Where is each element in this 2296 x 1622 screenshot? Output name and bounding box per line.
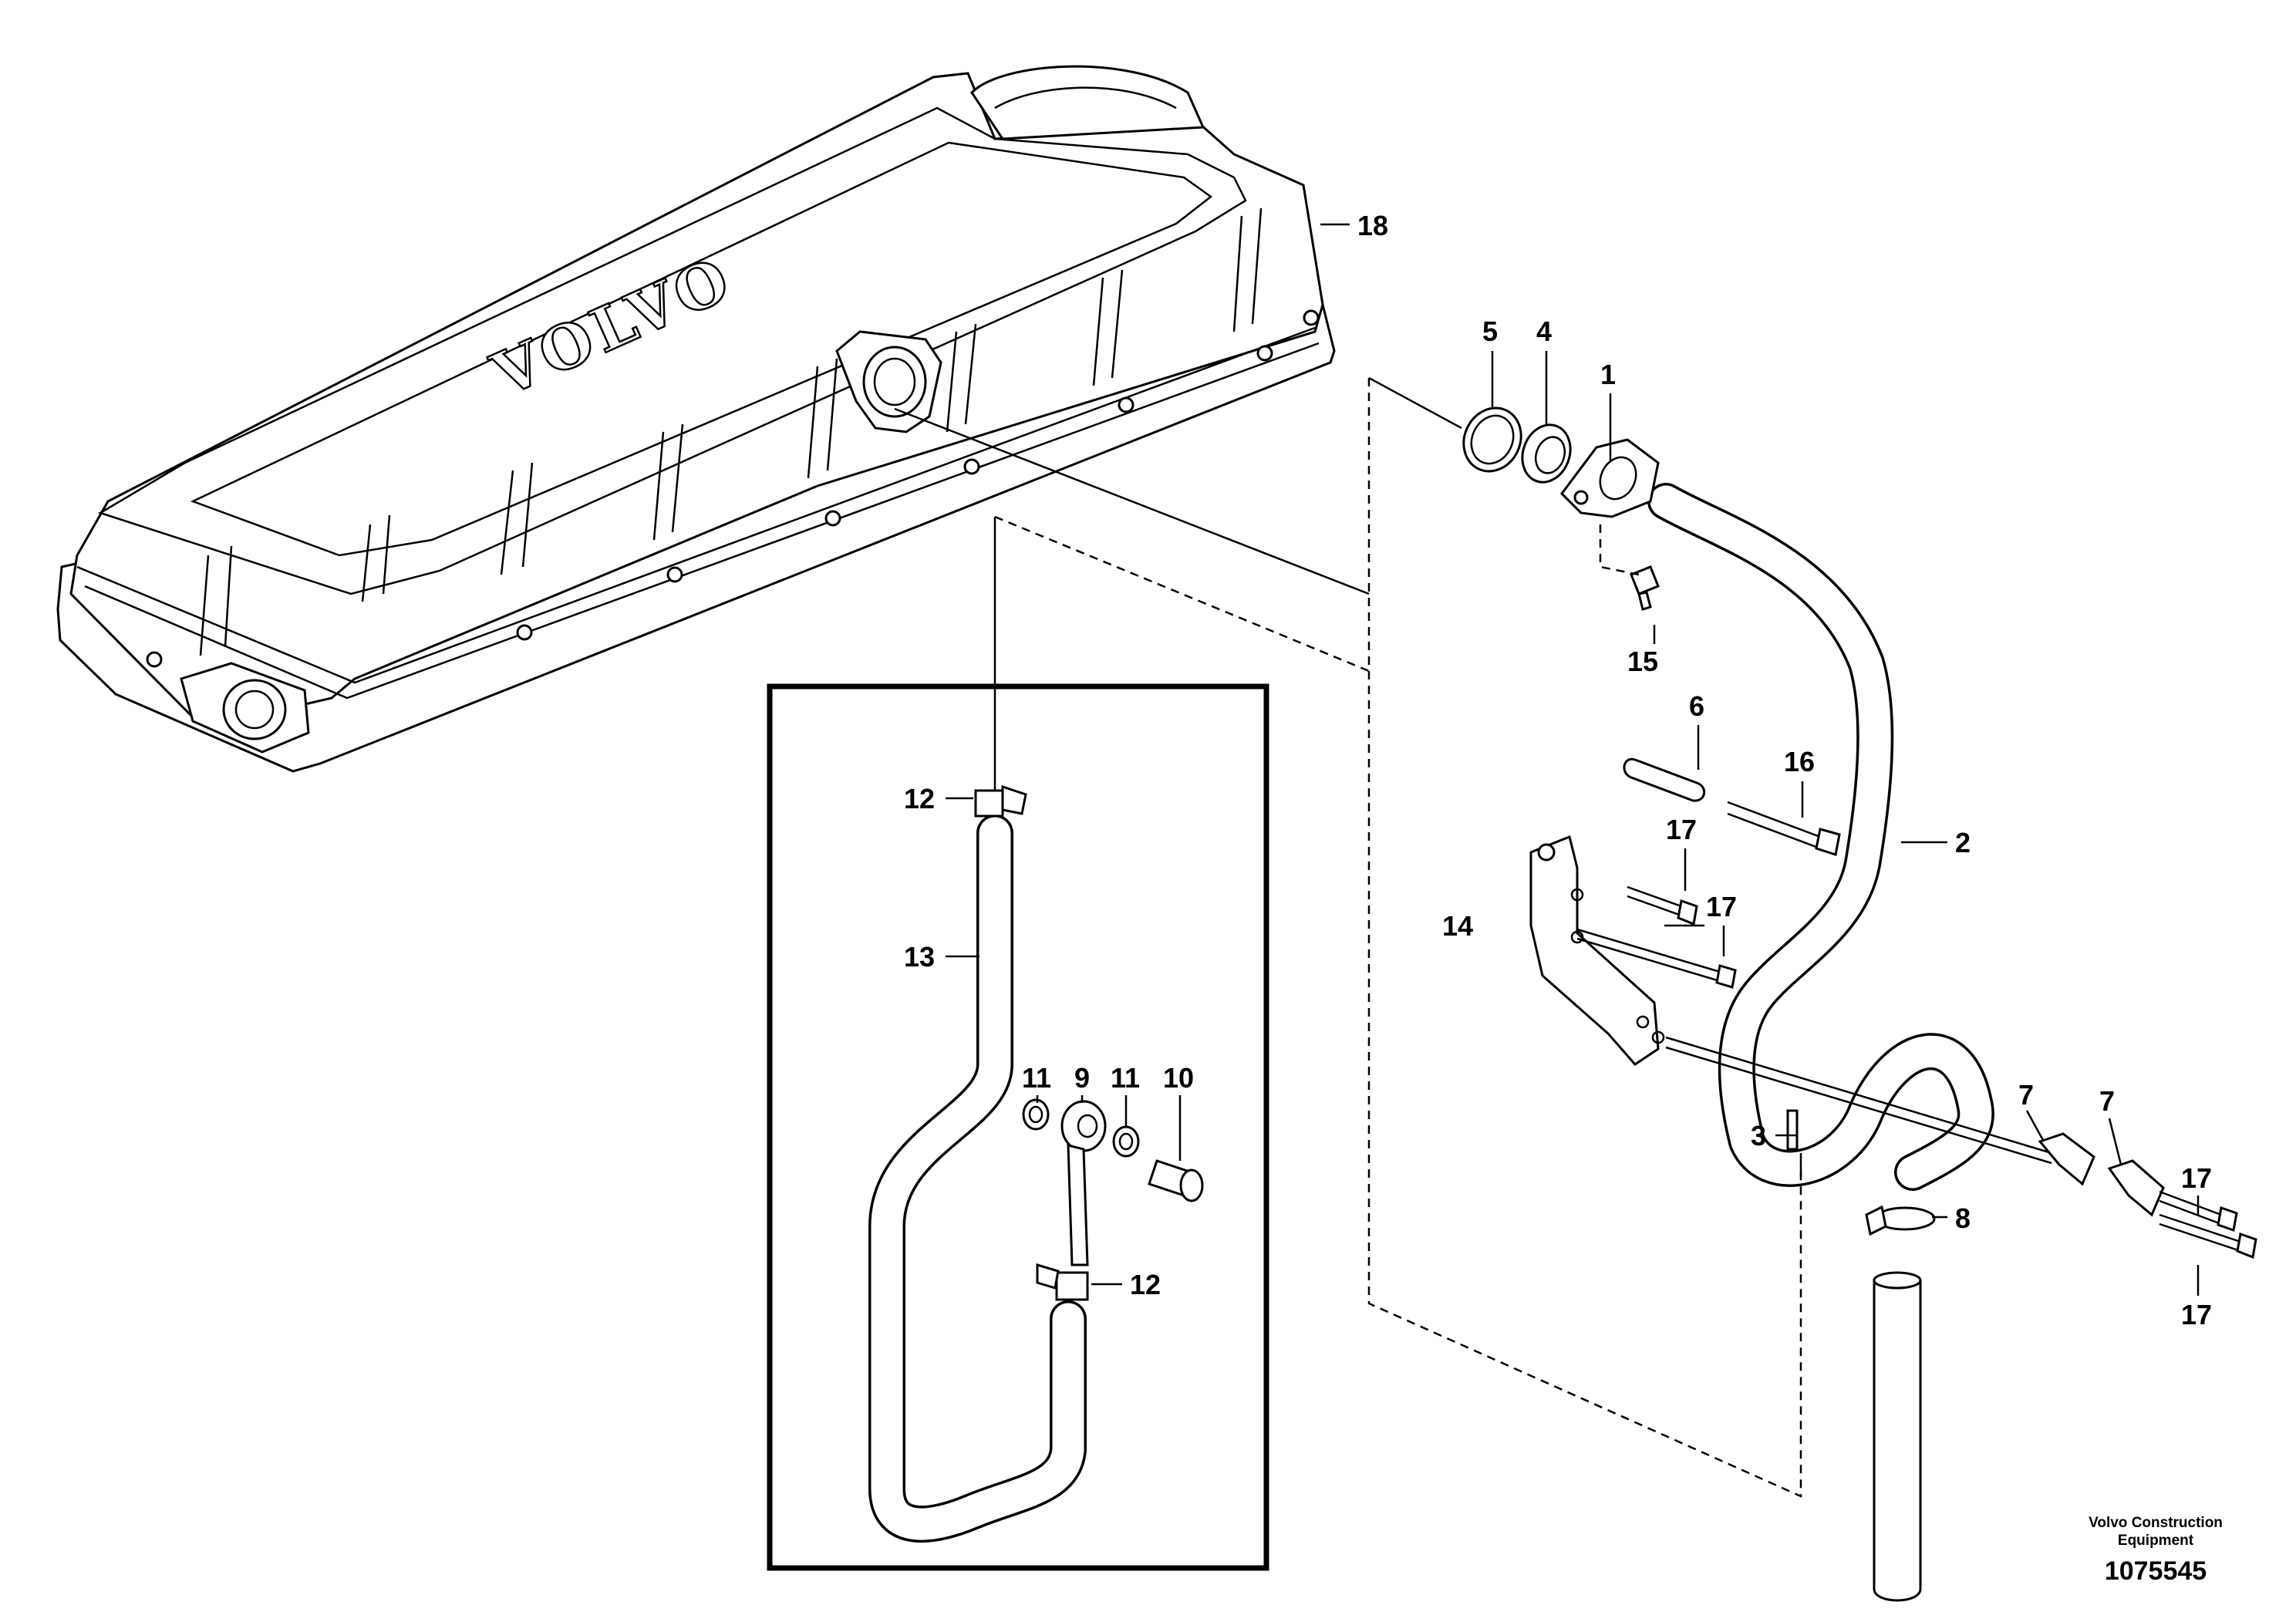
leader-port	[894, 376, 1462, 595]
credit-block: Volvo Construction Equipment 1075545	[2089, 1515, 2223, 1586]
callout-2: 2	[1955, 827, 1971, 858]
lower-hose	[1873, 1271, 1922, 1602]
inset-hose	[868, 814, 1087, 1543]
clamp-12-top	[974, 784, 1027, 818]
callout-3: 3	[1751, 1120, 1766, 1152]
callout-1: 1	[1600, 359, 1616, 390]
valve-cover: VOLVO	[56, 65, 1336, 773]
o-ring	[1462, 406, 1522, 473]
callout-6: 6	[1689, 690, 1704, 722]
washer-11a	[1022, 1098, 1050, 1131]
pin	[1786, 1109, 1799, 1151]
callout-17b: 17	[1706, 891, 1737, 922]
dashed-route-lines	[994, 378, 1802, 1498]
spacer	[1623, 757, 1705, 802]
callout-10: 10	[1163, 1062, 1194, 1094]
callout-9: 9	[1074, 1062, 1090, 1094]
callout-16: 16	[1784, 746, 1815, 777]
callout-12b: 12	[1130, 1269, 1161, 1300]
banjo-fitting	[1060, 1100, 1107, 1266]
callout-12a: 12	[904, 783, 935, 814]
callout-14: 14	[1442, 910, 1473, 942]
callout-7a: 7	[2018, 1079, 2034, 1111]
callout-5: 5	[1482, 315, 1498, 347]
washer-11b	[1112, 1125, 1140, 1158]
callout-11b: 11	[1111, 1062, 1140, 1094]
callout-8: 8	[1955, 1202, 1971, 1234]
bolt-16	[1727, 801, 1841, 856]
callout-labels: 18 5 4 1 15 6 16 2 17 17 14 7 7 17 17 3 …	[904, 210, 2212, 1330]
callout-4: 4	[1536, 315, 1552, 347]
callout-17d: 17	[2181, 1299, 2212, 1330]
mounting-rod	[1665, 1036, 2052, 1165]
breather-hose	[1647, 483, 1994, 1191]
bolt-17-upper	[1576, 885, 1737, 989]
flange	[1560, 438, 1660, 518]
credit-line-1: Volvo Construction	[2089, 1515, 2223, 1531]
callout-18: 18	[1357, 210, 1388, 241]
clip-7a	[2038, 1132, 2095, 1186]
callout-7b: 7	[2099, 1085, 2115, 1117]
callout-17c: 17	[2181, 1162, 2212, 1194]
callout-13: 13	[904, 941, 935, 973]
callout-17a: 17	[1666, 814, 1697, 845]
inset-frame	[767, 683, 1269, 1571]
grommet	[1521, 423, 1572, 484]
hose-clamp	[1865, 1205, 1936, 1236]
bolt-17-lower	[2159, 1190, 2257, 1259]
bracket	[1529, 835, 1665, 1066]
credit-line-2: Equipment	[2118, 1533, 2194, 1549]
callout-15: 15	[1627, 646, 1658, 677]
banjo-bolt	[1148, 1159, 1204, 1202]
clamp-12-lower	[1036, 1263, 1089, 1301]
callout-11a: 11	[1022, 1062, 1051, 1094]
callout-leaders	[946, 223, 2200, 1296]
document-number: 1075545	[2105, 1556, 2207, 1586]
clip-7b	[2107, 1159, 2165, 1217]
